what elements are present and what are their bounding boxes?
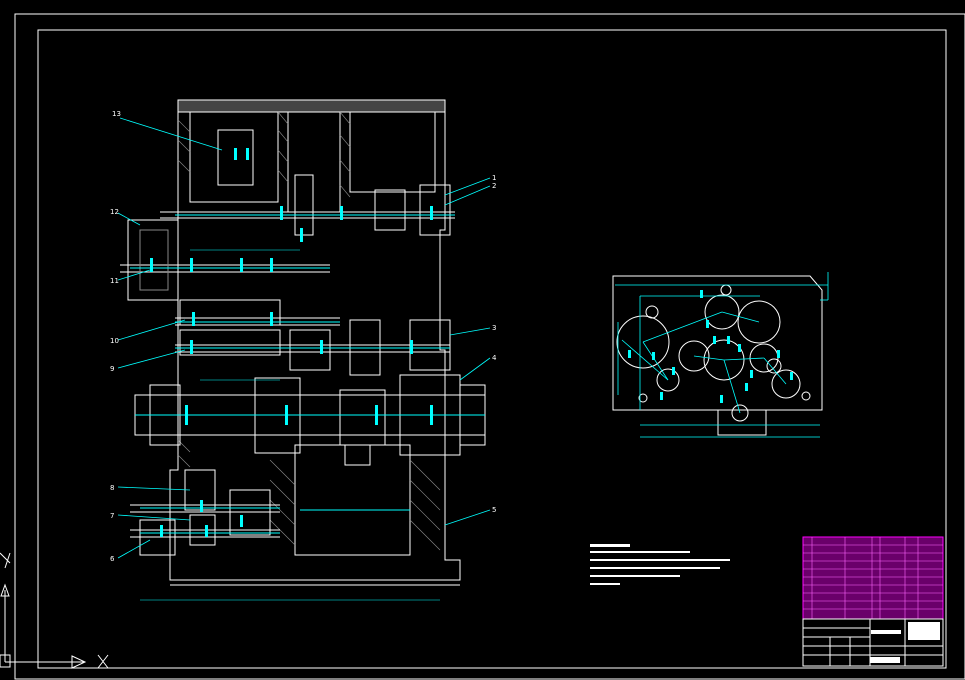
- callout-12: 12: [110, 208, 119, 216]
- technical-notes: [590, 544, 730, 585]
- section-dimension-marks: [130, 214, 485, 601]
- callout-3: 3: [492, 324, 496, 332]
- side-view-gears: [616, 294, 801, 399]
- title-block-fills: [870, 622, 940, 663]
- callout-1: 1: [492, 174, 496, 182]
- callout-labels: 13 12 11 10 9 8 7 6 1 2 3 4 5: [110, 110, 497, 563]
- side-view-dimensions: [615, 272, 829, 438]
- callout-5: 5: [492, 506, 496, 514]
- callout-11: 11: [110, 277, 119, 285]
- callout-leaders: [117, 117, 491, 559]
- callout-8: 8: [110, 484, 114, 492]
- side-view-dim-marks: [628, 290, 793, 403]
- callout-13: 13: [112, 110, 121, 118]
- ucs-icon: [0, 552, 109, 669]
- section-view: [120, 99, 486, 586]
- sheet-outer-border: [14, 13, 965, 680]
- sheet-inner-border: [37, 29, 947, 669]
- callout-6: 6: [110, 555, 115, 563]
- callout-7: 7: [110, 512, 114, 520]
- section-fit-marks: [150, 148, 433, 537]
- callout-2: 2: [492, 182, 496, 190]
- callout-4: 4: [492, 354, 497, 362]
- callout-10: 10: [110, 337, 119, 345]
- callout-9: 9: [110, 365, 114, 373]
- side-view: [612, 275, 823, 436]
- drawing-number: SS1120834: [909, 657, 942, 664]
- parts-list: [802, 536, 944, 620]
